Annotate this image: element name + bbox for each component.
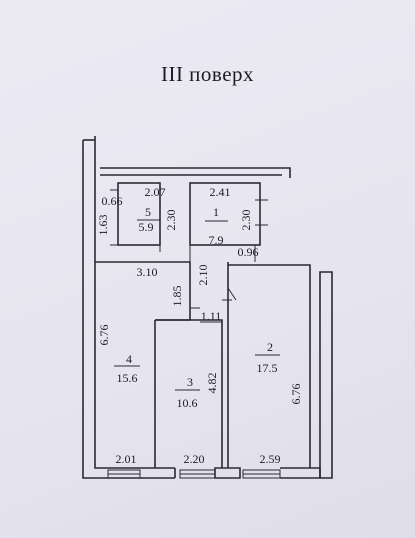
room-labels: 5 5.9 1 7.9 4 15.6 3 10.6 2 17.5 (114, 205, 280, 410)
room-4-number: 4 (126, 352, 132, 366)
dim-corridor-h: 2.10 (196, 265, 210, 286)
dimension-labels: 2.07 0.66 1.63 2.30 2.41 2.30 0.96 2.10 … (96, 185, 303, 466)
dim-r5-right: 2.30 (164, 210, 178, 231)
dim-r5-corner: 0.66 (102, 194, 123, 208)
dim-r5-left: 1.63 (96, 215, 110, 236)
dim-r4-bottom: 2.01 (116, 452, 137, 466)
room-5-number: 5 (145, 205, 151, 219)
dim-r1-top: 2.41 (210, 185, 231, 199)
room-5 (110, 182, 161, 252)
outer-walls (82, 136, 333, 479)
dim-r1-door: 0.96 (238, 245, 259, 259)
dim-r4-right: 1.85 (170, 286, 184, 307)
room-2-area: 17.5 (257, 361, 278, 375)
dim-r2-bottom: 2.59 (260, 452, 281, 466)
dim-r2-right: 6.76 (289, 384, 303, 405)
room-5-area: 5.9 (139, 220, 154, 234)
floor-title: III поверх (160, 62, 255, 86)
room-1-number: 1 (213, 205, 219, 219)
dim-r3-bottom: 2.20 (184, 452, 205, 466)
windows (107, 469, 281, 479)
room-3-area: 10.6 (177, 396, 198, 410)
dim-r4-left: 6.76 (97, 325, 111, 346)
room-3-number: 3 (187, 375, 193, 389)
room-1-area: 7.9 (209, 233, 224, 247)
dim-corridor-w: 1.11 (201, 309, 222, 323)
room-2-number: 2 (267, 340, 273, 354)
room-2 (222, 262, 311, 468)
dim-r3-right: 4.82 (205, 373, 219, 394)
room-3 (154, 319, 223, 468)
dim-r5-top: 2.07 (145, 185, 166, 199)
dim-r4-top: 3.10 (137, 265, 158, 279)
dim-r1-right: 2.30 (239, 210, 253, 231)
room-4-area: 15.6 (117, 371, 138, 385)
